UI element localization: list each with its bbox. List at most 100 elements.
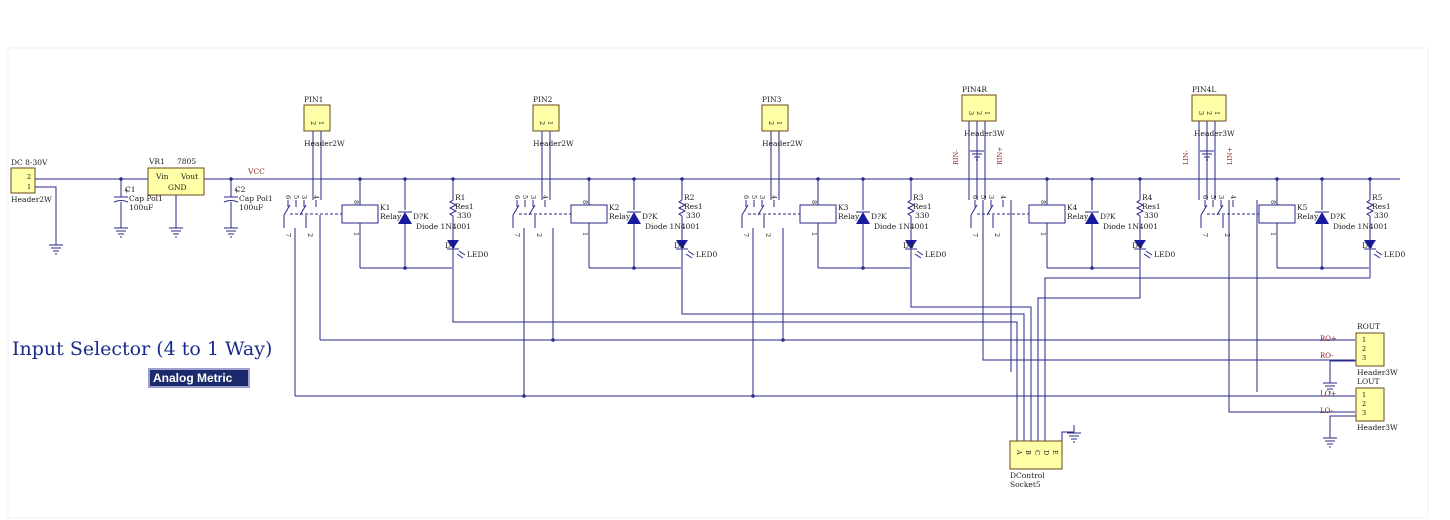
- junction-dot: [781, 338, 785, 342]
- channel-1-led-type: LED0: [467, 250, 488, 259]
- channel-2-led-ref: D2: [674, 241, 685, 250]
- channel-2-relay-pin: 4: [541, 195, 549, 199]
- channel-3-relay-pin: 8: [810, 200, 818, 204]
- channel-2-led-icon: [676, 240, 688, 249]
- output-2-pin: 2: [1362, 400, 1366, 408]
- channel-3-switch-arm: [741, 204, 749, 216]
- control-socket: [1009, 440, 1063, 470]
- output-1-net-plus: RO+: [1320, 335, 1337, 343]
- channel-3-relay-coil: [799, 204, 837, 224]
- junction-dot: [522, 394, 526, 398]
- channel-5-res-value: 330: [1374, 211, 1389, 220]
- channel-1-res-ref: R1: [455, 193, 465, 202]
- channel-5-relay-pin: 1: [1269, 232, 1277, 236]
- channel-2-switch-arm: [528, 204, 536, 216]
- channel-5-res-type: Res1: [1372, 202, 1391, 211]
- channel-2-res-value: 330: [686, 211, 701, 220]
- supply-connector-type: Header2W: [11, 195, 52, 204]
- channel-2-pin-ref: PIN2: [533, 95, 553, 104]
- channel-3-diode-icon: [856, 212, 870, 224]
- output-2-pin: 1: [1362, 391, 1366, 399]
- control-pin: B: [1024, 450, 1032, 455]
- lo-minus-bus: [1228, 200, 1355, 413]
- analog-metric-badge: Analog Metric: [153, 371, 233, 385]
- output-1-pin: 3: [1362, 354, 1366, 362]
- channel-4-resistor-icon: [1135, 199, 1145, 217]
- channel-4-relay-pin: 4: [999, 195, 1007, 199]
- vcc-net-label: VCC: [247, 167, 265, 176]
- wire-layer: [35, 121, 1400, 445]
- channel-5-led-arrow: [1375, 250, 1383, 256]
- vr1-part: 7805: [177, 157, 196, 166]
- channel-2-relay-pin: 6: [513, 195, 521, 199]
- channel-2-res-ref: R2: [684, 193, 695, 202]
- channel-2-relay-type: Relay: [609, 212, 631, 221]
- output-2-ground-wire: [1329, 415, 1356, 430]
- channel-5-pin-ref: PIN4L: [1192, 85, 1216, 94]
- channel-1-relay-coil: [341, 204, 379, 224]
- junction-dot: [587, 177, 591, 181]
- channel-5-relay-pin: 6: [1201, 195, 1209, 199]
- channel-2-resistor-icon: [677, 199, 687, 217]
- channel-5-diode-tag: D?K: [1330, 212, 1346, 221]
- channel-4-res-ref: R4: [1142, 193, 1153, 202]
- channel-4-switch-arm: [986, 204, 994, 216]
- channel-3-led-ref: D3: [903, 241, 914, 250]
- supply-pin-2: 2: [27, 173, 31, 181]
- output-1-pin: 1: [1362, 336, 1366, 344]
- channel-1-relay-pin: 3: [300, 195, 308, 199]
- channel-1-header-pin: 1: [317, 121, 325, 125]
- channel-2-led-type: LED0: [696, 250, 717, 259]
- channel-1-relay-ref: K1: [380, 203, 390, 212]
- channel-5-res-ref: R5: [1372, 193, 1383, 202]
- junction-dot: [358, 177, 362, 181]
- channel-3-input-header: [761, 104, 789, 132]
- channel-1-led-icon: [447, 240, 459, 249]
- channel-2-relay-pin: 3: [529, 195, 537, 199]
- output-1-type: Header3W: [1357, 368, 1398, 377]
- junction-dot: [403, 266, 407, 270]
- channel-3-relay-pin: 3: [758, 195, 766, 199]
- output-2-net-minus: LO-: [1320, 407, 1334, 415]
- channel-5-led-arrow: [1373, 253, 1381, 259]
- channel-2-led-arrow: [685, 253, 693, 259]
- supply-connector: [10, 167, 36, 194]
- channel-5-led-type: LED0: [1384, 250, 1405, 259]
- channel-5-input-header: [1191, 94, 1227, 122]
- channel-5-led-icon: [1364, 240, 1376, 249]
- badge-box: [148, 368, 250, 388]
- channel-1-input-header: [303, 104, 331, 132]
- channel-3-res-value: 330: [915, 211, 930, 220]
- c1-capacitor-type: Cap Pol1: [129, 194, 163, 203]
- channel-2-pin-type: Header2W: [533, 139, 574, 148]
- channel-2-relay-pin: 1: [581, 232, 589, 236]
- channel-3-res-ref: R3: [913, 193, 924, 202]
- channel-3-led-arrow: [916, 250, 924, 256]
- supply-connector-label: DC 8-30V: [11, 158, 48, 167]
- channel-1-pin-ref: PIN1: [304, 95, 323, 104]
- channel-1-relay-pin: 4: [312, 195, 320, 199]
- channel-1-diode-type: Diode 1N4001: [416, 222, 471, 231]
- channel-1-resistor-icon: [448, 199, 458, 217]
- control-ground-wire: [1061, 431, 1074, 441]
- channel-4-relay-pin: 6: [971, 195, 979, 199]
- channel-4-relay-pin: 1: [1039, 232, 1047, 236]
- output-2-pin: 3: [1362, 409, 1366, 417]
- channel-3-relay-pin: 5: [750, 195, 758, 199]
- channel-5-relay-ref: K5: [1297, 203, 1308, 212]
- channel-4-pin-type: Header3W: [964, 129, 1005, 138]
- channel-4-relay-pin: 8: [1039, 200, 1047, 204]
- channel-3-led-arrow: [914, 253, 922, 259]
- channel-1-diode-icon: [398, 212, 412, 224]
- channel-5-net-plus: LIN+: [1226, 147, 1234, 165]
- channel-5-relay-pin: 4: [1229, 195, 1237, 199]
- junction-dot: [119, 177, 123, 181]
- channel-3-relay-pin: 2: [764, 233, 772, 237]
- vr1-ref: VR1: [148, 157, 165, 166]
- channel-5-switch-arm: [1216, 204, 1224, 216]
- channel-3-relay-pin: 4: [770, 195, 778, 199]
- channel-4-relay-pin: 3: [987, 195, 995, 199]
- channel-5-relay-pin: 2: [1223, 233, 1231, 237]
- junction-dot: [816, 177, 820, 181]
